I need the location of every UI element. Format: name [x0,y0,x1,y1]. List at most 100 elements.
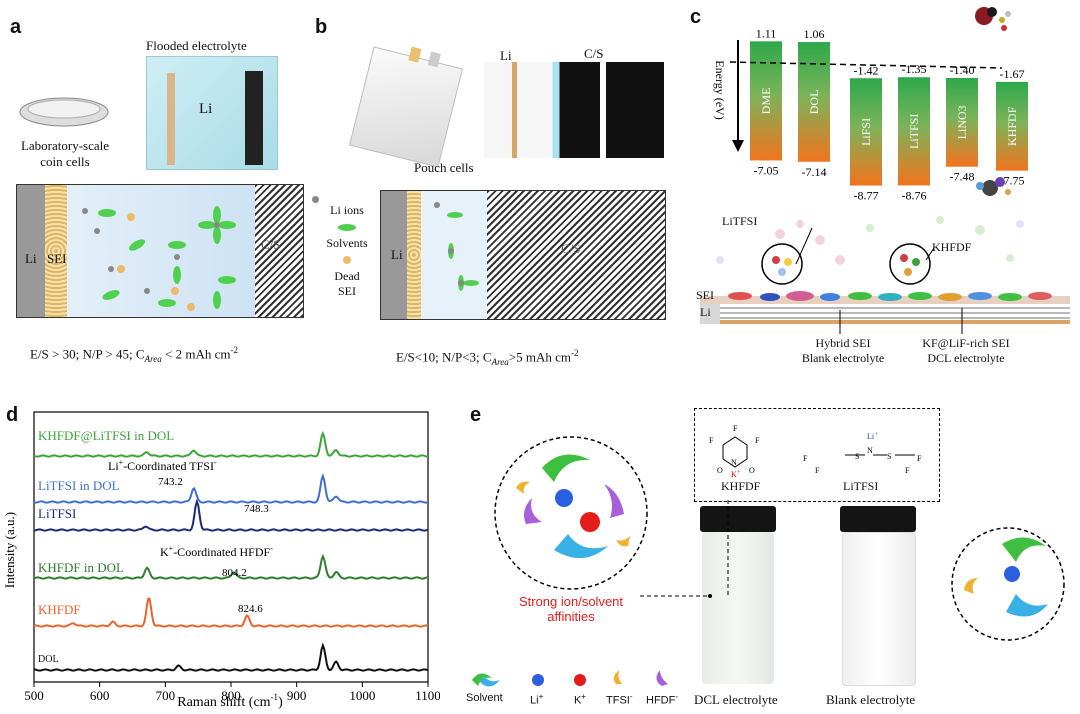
svg-text:F: F [755,436,760,445]
legend-k: K+ [574,692,587,707]
x-tick-label-800: 800 [221,688,241,703]
raman-trace-label-0: KHFDF@LiTFSI in DOL [38,428,174,443]
cs-b: C/S [561,241,581,256]
energy-level-chart: Energy (eV) 1.11 -7.05 DME 1.06 -7.14 DOL -1.4… [713,7,1028,200]
svg-text:F: F [815,466,820,475]
x-tick-label-600: 600 [90,688,110,703]
pouch-cell-image [349,46,463,168]
energy-bar-khfdf [996,81,1028,171]
panel-a-label: a [10,16,22,38]
svg-text:Li: Li [867,432,875,441]
li-label-c: Li [700,305,711,319]
energy-top-litfsi: -1.35 [902,62,927,76]
li-label-a: Li [199,101,213,117]
raman-trace-5 [33,642,429,672]
raman-trace-0 [33,430,429,458]
dcl-vial [700,506,776,686]
raman-trace-1 [33,472,429,504]
energy-top-lifsi: -1.42 [854,63,879,77]
condition-a: E/S > 30; N/P > 45; CArea < 2 mAh cm-2 [30,345,238,364]
energy-top-khfdf: -1.67 [1000,67,1025,81]
flooded-cell-cube: Li [146,56,278,170]
panel-c-label: c [690,6,702,28]
raman-trace-3 [33,553,429,580]
energy-name-lino3: LiNO3 [955,105,969,139]
peak-743: 743.2 [158,476,183,488]
dcl-label: DCL electrolyte [694,692,778,707]
legend-b: Li ions Solvents Dead SEI [312,196,382,299]
svg-text:+: + [875,432,879,438]
x-tick-label-500: 500 [24,688,44,703]
energy-name-litfsi: LiTFSI [907,114,921,149]
y-axis-label: Intensity (a.u.) [2,512,17,588]
sei-label-c: SEI [696,288,714,302]
coin-cell-image [14,92,114,132]
energy-bottom-dme: -7.05 [754,163,779,177]
annotation-k-hfdf: K+-Coordinated HFDF- [160,544,273,559]
energy-name-dol: DOL [807,90,821,115]
cs-top-b: C/S [584,46,604,61]
legend-hfdf: HFDF- [646,692,678,707]
energy-name-lifsi: LiFSI [859,118,873,146]
raman-trace-label-3: KHFDF in DOL [38,560,124,575]
raman-trace-label-2: LiTFSI [38,506,76,521]
cell-schematic-a: Li SEI C/S [16,184,304,318]
litfsi-structure-label: LiTFSI [843,479,879,493]
raman-trace-4 [33,597,429,628]
legend-e: Solvent Li+ K+ TFSI- HFDF- [466,668,686,708]
svg-text:K: K [731,470,737,479]
x-tick-label-700: 700 [156,688,176,703]
pouch-cells-label: Pouch cells [414,160,474,175]
li-a: Li [25,251,37,266]
raman-trace-2 [33,498,429,532]
zoom-leader-lines [640,500,729,598]
energy-bar-dol [798,42,830,162]
peak-804: 804.2 [222,567,247,579]
solvation-circle-dcl [494,436,648,590]
svg-text:N: N [731,458,737,467]
energy-bar-lifsi [850,78,882,186]
energy-bar-litfsi [898,77,930,186]
blank-label: Blank electrolyte [826,692,916,707]
svg-text:N: N [867,446,873,455]
peak-824: 824.6 [238,603,263,615]
svg-text:S: S [887,452,891,461]
energy-bottom-dol: -7.14 [802,165,827,179]
energy-bar-dme [750,41,782,161]
raman-trace-label-5: DOL [38,654,59,665]
svg-text:O: O [749,466,755,475]
cs-a: C/S [261,237,281,252]
energy-bottom-lino3: -7.48 [950,170,975,184]
panel-e-label: e [470,404,482,426]
x-axis-label: Raman shift (cm-1) [177,692,283,710]
litfsi-label-c: LiTFSI [722,214,758,228]
panel-d-label: d [6,404,19,426]
x-tick-label-1000: 1000 [349,688,375,703]
flooded-electrolyte-label: Flooded electrolyte [146,38,247,53]
blank-vial [840,506,916,686]
energy-axis-label: Energy (eV) [713,60,727,119]
svg-text:F: F [917,454,922,463]
energy-top-dme: 1.11 [756,26,777,40]
svg-text:F: F [733,424,738,433]
svg-text:+: + [737,470,741,476]
svg-text:O: O [717,466,723,475]
energy-top-lino3: -1.40 [950,63,975,77]
raman-trace-label-4: KHFDF [38,602,81,617]
peak-748: 748.3 [244,503,269,515]
energy-bar-lino3 [946,77,978,167]
energy-bottom-litfsi: -8.76 [902,188,927,200]
x-tick-label-900: 900 [287,688,307,703]
energy-name-dme: DME [759,88,773,115]
li-b: Li [391,247,403,262]
x-tick-label-1100: 1100 [415,688,440,703]
energy-top-dol: 1.06 [804,27,825,41]
legend-tfsi: TFSI- [606,692,633,707]
cell-schematic-b: Li C/S [380,190,666,320]
li-top-b: Li [500,48,512,63]
